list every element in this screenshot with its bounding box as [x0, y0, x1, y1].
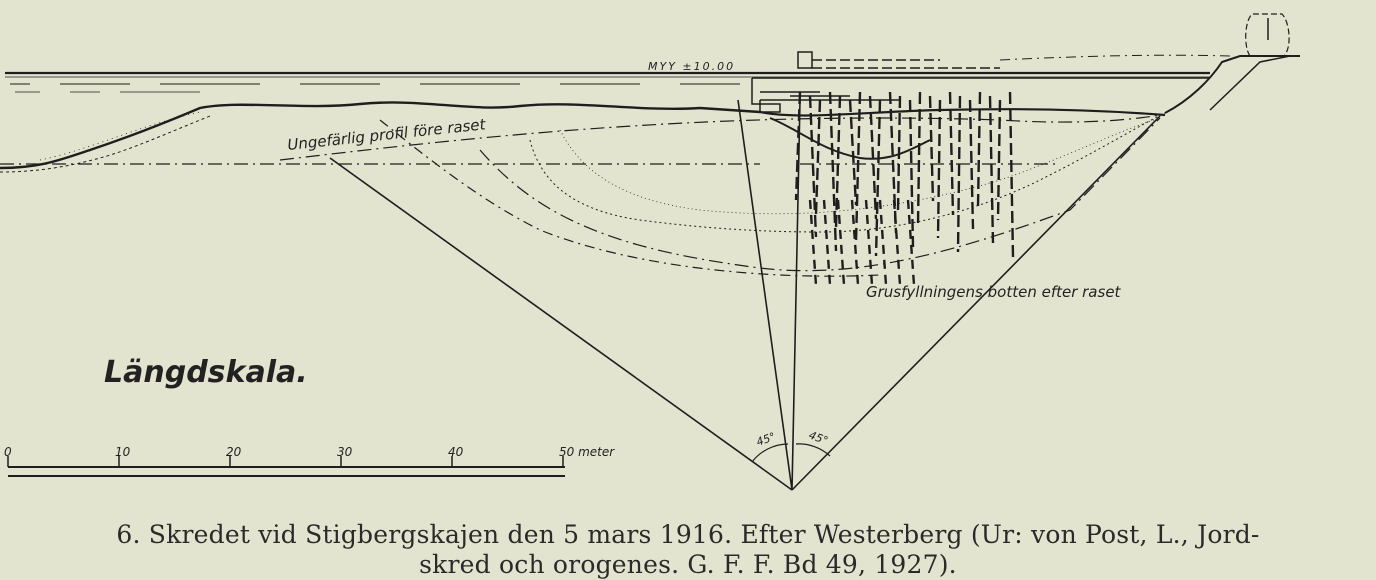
- slide-mass: [529, 108, 1166, 233]
- pile: [928, 95, 935, 202]
- pile: [1008, 91, 1015, 258]
- pile: [828, 91, 838, 252]
- angle-label-right: 45°: [807, 429, 830, 448]
- quay-wall: [751, 13, 1300, 114]
- pile: [956, 95, 962, 253]
- scale-tick-label: 50 meter: [559, 445, 615, 459]
- displaced-pile: [878, 199, 888, 286]
- scale-tick-label: 30: [337, 445, 353, 459]
- pile: [834, 95, 842, 229]
- pile: [874, 99, 882, 257]
- pile: [948, 91, 955, 216]
- pile: [996, 99, 1002, 221]
- scale-tick-label: 0: [4, 445, 12, 459]
- construction-lines: [329, 99, 1161, 491]
- landslide-cross-section-diagram: 45° 45° MYY ±10.00 Ungefärlig profil för…: [0, 13, 1300, 491]
- scale-tick-label: 40: [448, 445, 464, 459]
- pile: [936, 99, 942, 239]
- pile: [854, 91, 862, 243]
- gravel-bottom-label: Grusfyllningens botten efter raset: [866, 283, 1122, 301]
- reference-lines: [0, 114, 1161, 277]
- scale-title: Längdskala.: [104, 355, 308, 390]
- caption-line-1: 6. Skredet vid Stigbergskajen den 5 mars…: [116, 520, 1260, 549]
- pile: [808, 95, 818, 238]
- scale-tick-label: 20: [226, 445, 242, 459]
- pile: [814, 99, 822, 215]
- pile: [888, 91, 898, 234]
- seabed-profile: [0, 101, 761, 173]
- length-scale: Längdskala. 0 10 20 30 40 50 meter: [4, 355, 615, 477]
- pile: [988, 95, 995, 244]
- pile: [896, 95, 902, 211]
- pile: [968, 99, 975, 230]
- displaced-pile: [822, 199, 832, 286]
- pile: [908, 99, 915, 248]
- water-surface: [5, 71, 1210, 93]
- pile: [868, 95, 878, 220]
- piles-hatching: [794, 91, 1015, 286]
- mhw-label: MYY ±10.00: [648, 60, 735, 73]
- displaced-pile: [864, 199, 874, 286]
- pile: [976, 91, 982, 207]
- figure-caption: 6. Skredet vid Stigbergskajen den 5 mars…: [0, 520, 1376, 580]
- pile: [848, 99, 858, 206]
- displaced-pile: [836, 199, 846, 286]
- scale-tick-label: 10: [115, 445, 131, 459]
- pile: [916, 91, 922, 225]
- angle-label-left: 45°: [755, 430, 778, 449]
- caption-line-2: skred och orogenes. G. F. F. Bd 49, 1927…: [419, 550, 957, 579]
